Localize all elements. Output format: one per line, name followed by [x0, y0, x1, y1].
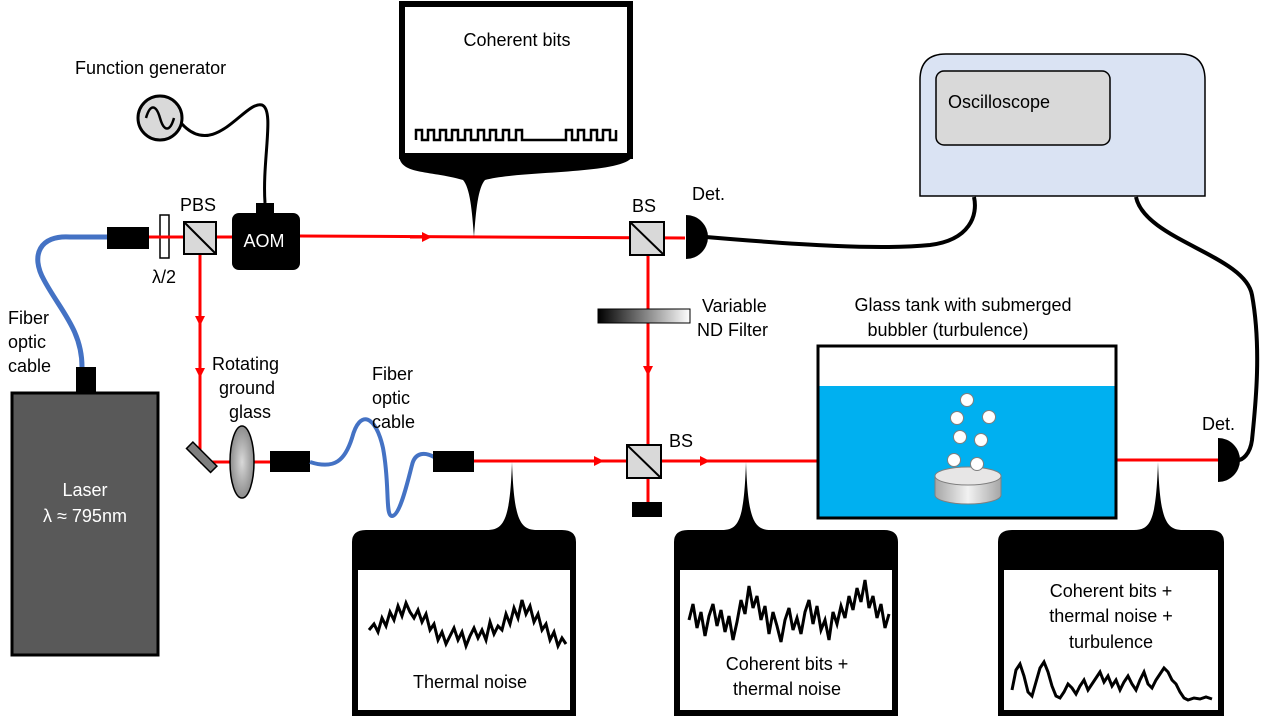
bubbler — [934, 466, 1002, 505]
oscilloscope: Oscilloscope — [919, 53, 1206, 197]
tank-label-1: Glass tank with submerged — [854, 295, 1071, 315]
fiber-optic-cable-left — [35, 234, 107, 368]
polarizing-beam-splitter — [183, 221, 217, 255]
fiber-coupler-mid-right — [433, 451, 474, 472]
nd-filter-label-2: ND Filter — [697, 320, 768, 340]
function-generator-label: Function generator — [75, 58, 226, 78]
beam-splitter-top — [629, 221, 665, 256]
bubbles — [947, 393, 996, 471]
fiber-label-left-3: cable — [8, 356, 51, 376]
detector-top — [686, 215, 708, 259]
oscilloscope-label: Oscilloscope — [948, 92, 1050, 112]
coherent-thermal-label-2: thermal noise — [733, 679, 841, 699]
ground-glass-label-2: ground — [219, 378, 275, 398]
monitor-coherent-bits — [399, 1, 633, 237]
detector-cable-right — [1134, 196, 1260, 462]
coherent-thermal-turb-label-2: thermal noise + — [1049, 606, 1173, 626]
ground-glass-label-1: Rotating — [212, 354, 279, 374]
aom: AOM — [232, 203, 300, 270]
fiber-coupler-mid-left — [270, 451, 310, 472]
function-generator — [136, 94, 270, 204]
variable-nd-filter — [597, 308, 691, 324]
mirror — [185, 441, 218, 474]
laser: Laser λ ≈ 795nm — [10, 367, 160, 657]
nd-filter-label-1: Variable — [702, 296, 767, 316]
monitor-coherent-thermal-turbulence — [998, 462, 1224, 716]
beam-arrows — [195, 232, 710, 466]
detector-right — [1218, 438, 1240, 482]
beam-splitter-bottom — [626, 444, 662, 479]
fiber-label-mid-1: Fiber — [372, 364, 413, 384]
half-wave-label: λ/2 — [152, 267, 176, 287]
tank-label-2: bubbler (turbulence) — [867, 320, 1028, 340]
fiber-label-left-2: optic — [8, 332, 46, 352]
coherent-thermal-turb-label-1: Coherent bits + — [1050, 581, 1173, 601]
laser-wavelength-label: λ ≈ 795nm — [43, 506, 127, 526]
monitor-thermal-noise — [352, 462, 576, 716]
detector-cable-top — [705, 196, 977, 249]
fiber-label-left-1: Fiber — [8, 308, 49, 328]
bs-bottom-label: BS — [669, 431, 693, 451]
monitor-coherent-thermal — [674, 462, 898, 716]
laser-label: Laser — [62, 480, 107, 500]
coherent-thermal-label-1: Coherent bits + — [726, 654, 849, 674]
det-top-label: Det. — [692, 184, 725, 204]
fiber-coupler-left — [107, 227, 149, 249]
coherent-thermal-turb-label-3: turbulence — [1069, 632, 1153, 652]
fiber-label-mid-2: optic — [372, 388, 410, 408]
bs-top-label: BS — [632, 196, 656, 216]
ground-glass-label-3: glass — [229, 402, 271, 422]
beam-dump — [632, 502, 662, 517]
glass-tank — [816, 344, 1118, 520]
fiber-optic-cable-mid — [309, 417, 435, 519]
fiber-label-mid-3: cable — [372, 412, 415, 432]
thermal-noise-label: Thermal noise — [413, 672, 527, 692]
pbs-label: PBS — [180, 195, 216, 215]
coherent-bits-label: Coherent bits — [463, 30, 570, 50]
aom-label: AOM — [243, 231, 284, 251]
det-right-label: Det. — [1202, 414, 1235, 434]
rotating-ground-glass — [229, 425, 255, 499]
